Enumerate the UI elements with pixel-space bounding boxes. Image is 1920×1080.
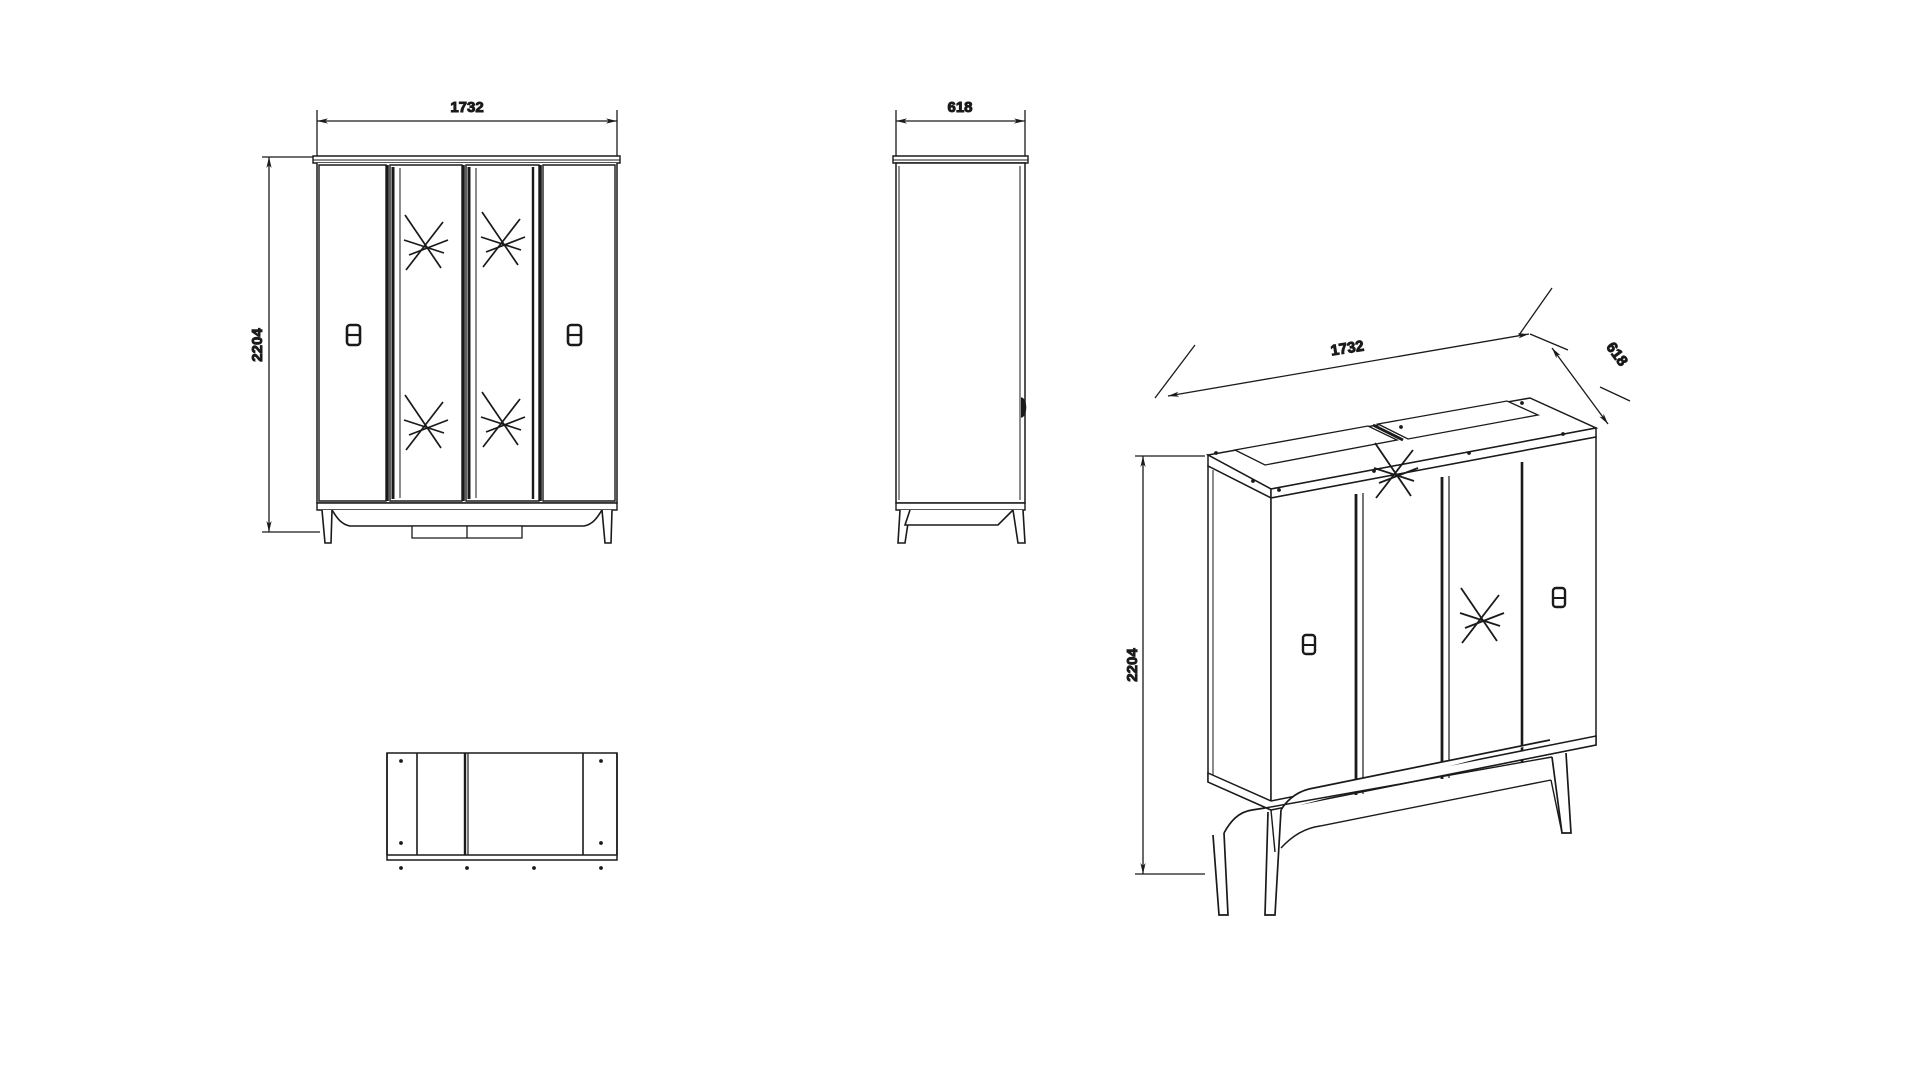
isometric-view: 1732 618 2204 xyxy=(1124,287,1631,916)
iso-left-side-panel xyxy=(1207,464,1272,812)
iso-legs xyxy=(1212,739,1572,916)
side-handle[interactable] xyxy=(1020,397,1027,418)
front-center-plinth xyxy=(411,525,523,539)
iso-width-label: 1732 xyxy=(1329,338,1365,360)
front-door-gaps xyxy=(386,165,542,501)
front-width-dimension xyxy=(316,110,618,160)
iso-door-gaps xyxy=(1354,462,1524,795)
front-width-label: 1732 xyxy=(450,99,483,116)
front-view: 1732 2204 xyxy=(249,99,621,544)
front-height-label: 2204 xyxy=(249,328,266,362)
iso-top-inner-panels xyxy=(1232,400,1541,466)
side-depth-label: 618 xyxy=(947,99,972,116)
side-bottom-band xyxy=(895,502,1026,511)
plan-inner-panels xyxy=(386,753,618,856)
mirror-hatch-icon xyxy=(403,214,449,271)
front-handle-right[interactable] xyxy=(566,323,583,347)
plan-dowel-markers xyxy=(399,759,603,870)
front-door-2-mirror[interactable] xyxy=(389,164,463,502)
front-door-3-mirror[interactable] xyxy=(465,164,540,502)
iso-depth-label: 618 xyxy=(1602,339,1630,369)
front-height-dimension xyxy=(262,156,320,533)
iso-handle-right[interactable] xyxy=(1551,586,1567,609)
mirror-hatch-icon xyxy=(1459,587,1505,644)
front-bottom-band xyxy=(316,502,618,511)
mirror-hatch-icon xyxy=(480,391,526,448)
mirror-hatch-icon xyxy=(480,211,526,268)
iso-height-dimension xyxy=(1135,455,1205,875)
front-top-cornice xyxy=(312,155,621,164)
plan-view xyxy=(386,752,618,870)
iso-width-dimension xyxy=(1154,287,1553,399)
front-handle-left[interactable] xyxy=(345,323,362,347)
front-legs xyxy=(321,509,613,544)
iso-height-label: 2204 xyxy=(1124,648,1141,682)
iso-top-dowels xyxy=(1214,401,1565,492)
iso-depth-dimension xyxy=(1529,333,1631,425)
side-legs xyxy=(897,509,1026,544)
side-top-cornice xyxy=(892,155,1029,164)
side-depth-dimension xyxy=(895,110,1026,160)
mirror-hatch-icon xyxy=(403,394,449,451)
side-view: 618 xyxy=(892,99,1029,544)
iso-handle-left[interactable] xyxy=(1301,633,1317,656)
side-carcass xyxy=(895,162,1026,504)
mirror-hatch-icon xyxy=(1373,442,1419,499)
